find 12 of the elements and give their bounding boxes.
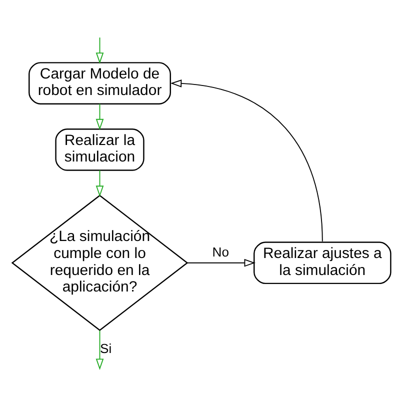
arrow [186,258,256,266]
arrow [96,169,104,196]
edge-label: No [212,244,230,260]
arrow [170,79,323,242]
node-diamond: ¿La simulación cumple con lo requerido en la aplicación? [11,194,188,330]
node-box: Realizar la simulacion [55,128,144,170]
node-box: Realizar ajustes a la simulación [254,241,392,284]
arrow [96,102,104,130]
arrow [96,36,104,64]
node-box: Cargar Modelo de robot en simulador [28,62,171,104]
arrow [96,330,104,370]
edge-label: Si [100,340,112,356]
